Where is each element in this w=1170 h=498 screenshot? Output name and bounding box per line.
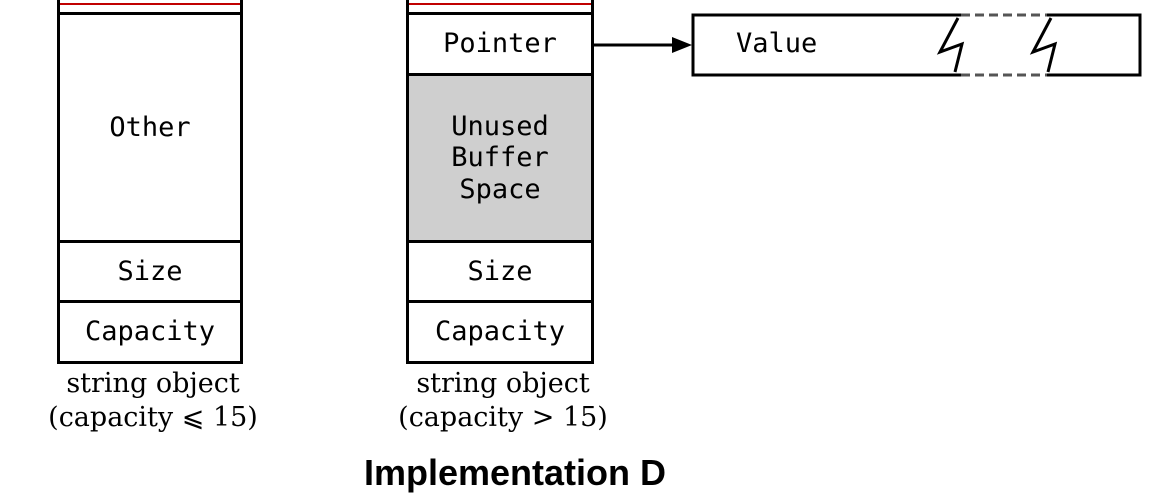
left-cell-capacity: Capacity (57, 303, 243, 364)
right-cell-pointer: Pointer (406, 15, 594, 76)
left-caption-line1: string object (66, 368, 240, 399)
right-cell-capacity-label: Capacity (434, 316, 566, 348)
right-cell-size-label: Size (467, 255, 533, 287)
break-mark-left (936, 17, 965, 73)
left-cell-size: Size (57, 243, 243, 303)
left-top-strip (57, 0, 243, 15)
pointer-arrow (594, 37, 692, 53)
right-top-strip (406, 0, 594, 15)
left-cell-other: Other (57, 15, 243, 243)
right-red-rule (409, 3, 591, 5)
value-box (691, 13, 1142, 77)
diagram-title: Implementation D (363, 452, 667, 493)
value-box-label: Value (736, 28, 818, 59)
right-cell-size: Size (406, 243, 594, 303)
break-mark-right (1029, 17, 1058, 73)
right-cell-unused-buffer: Unused Buffer Space (406, 76, 594, 243)
right-caption-line2: (capacity > 15) (398, 402, 608, 433)
right-cell-unused-buffer-label: Unused Buffer Space (451, 111, 549, 205)
left-caption-line2: (capacity ⩽ 15) (48, 402, 258, 433)
left-cell-other-label: Other (109, 111, 191, 143)
left-cell-size-label: Size (117, 255, 183, 287)
right-cell-pointer-label: Pointer (443, 28, 557, 60)
right-caption-line1: string object (416, 368, 590, 399)
left-red-rule (60, 3, 240, 5)
right-cell-capacity: Capacity (406, 303, 594, 364)
left-cell-capacity-label: Capacity (84, 316, 216, 348)
